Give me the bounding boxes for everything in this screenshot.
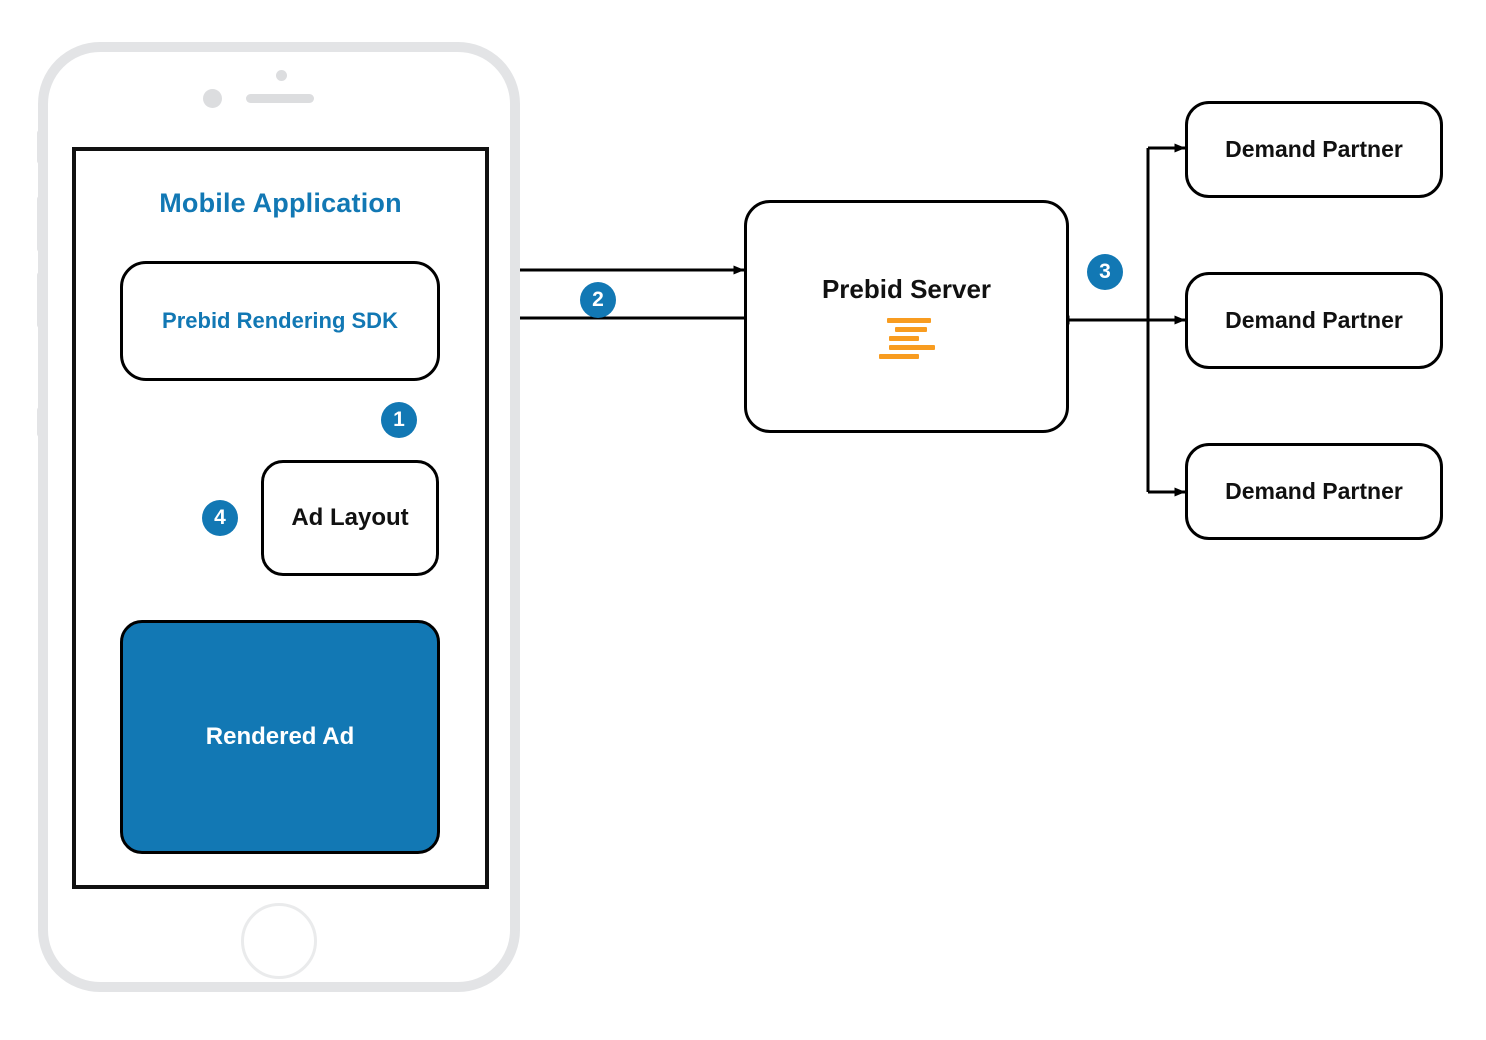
node-ad-layout[interactable]: Ad Layout bbox=[261, 460, 439, 576]
node-label-demand-partner-1: Demand Partner bbox=[1225, 135, 1403, 162]
node-prebid-rendering-sdk[interactable]: Prebid Rendering SDK bbox=[120, 261, 440, 381]
proximity-sensor-dot-icon bbox=[276, 70, 287, 81]
phone-volume-up-button[interactable] bbox=[37, 196, 42, 252]
phone-volume-down-button[interactable] bbox=[37, 272, 42, 328]
node-rendered-ad[interactable]: Rendered Ad bbox=[120, 620, 440, 854]
step-badge-3: 3 bbox=[1087, 254, 1123, 290]
node-label-prebid-server: Prebid Server bbox=[821, 273, 992, 304]
node-label-rendered-ad: Rendered Ad bbox=[205, 722, 355, 750]
prebid-logo-icon bbox=[878, 318, 935, 360]
node-prebid-server[interactable]: Prebid Server bbox=[744, 200, 1069, 433]
node-label-prebid-rendering-sdk: Prebid Rendering SDK bbox=[162, 308, 398, 334]
connector-step-3 bbox=[1058, 143, 1186, 497]
mobile-application-title: Mobile Application bbox=[159, 188, 402, 218]
camera-dot-icon bbox=[203, 89, 222, 108]
node-demand-partner-1[interactable]: Demand Partner bbox=[1185, 101, 1443, 198]
step-badge-1: 1 bbox=[381, 402, 417, 438]
step-badge-4: 4 bbox=[202, 500, 238, 536]
node-label-demand-partner-2: Demand Partner bbox=[1225, 306, 1403, 333]
phone-sim-tray bbox=[37, 407, 42, 437]
step-badge-2: 2 bbox=[580, 282, 616, 318]
node-label-demand-partner-3: Demand Partner bbox=[1225, 477, 1403, 504]
node-demand-partner-3[interactable]: Demand Partner bbox=[1185, 443, 1443, 540]
home-button[interactable] bbox=[241, 903, 317, 979]
node-label-ad-layout: Ad Layout bbox=[291, 503, 409, 531]
phone-mute-switch[interactable] bbox=[37, 130, 42, 164]
node-demand-partner-2[interactable]: Demand Partner bbox=[1185, 272, 1443, 369]
speaker-grill-icon bbox=[246, 94, 314, 103]
